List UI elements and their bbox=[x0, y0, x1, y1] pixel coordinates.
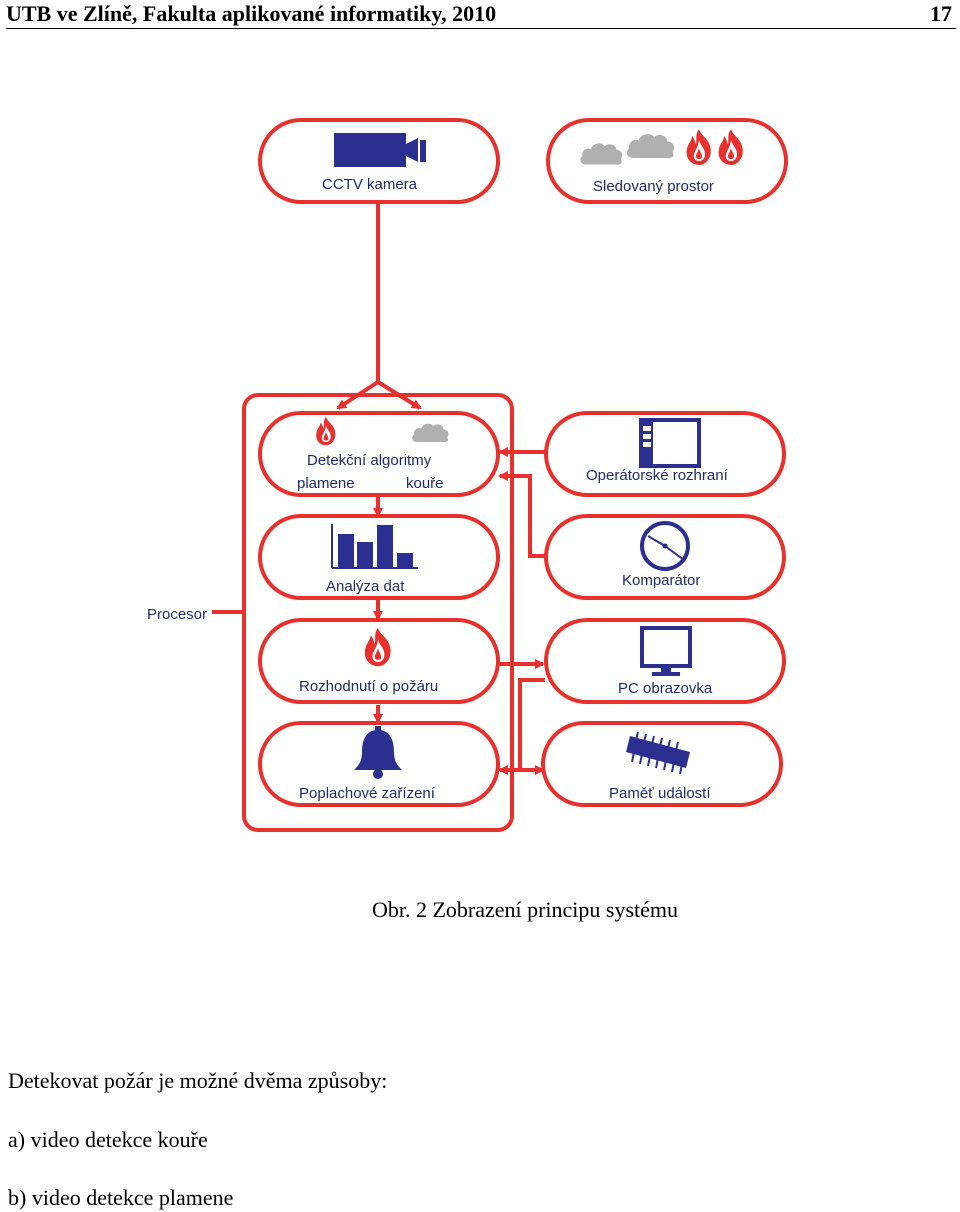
figure-caption: Obr. 2 Zobrazení principu systému bbox=[371, 897, 679, 922]
node-cctv-label: CCTV kamera bbox=[322, 176, 418, 193]
node-monitored-space: Sledovaný prostor bbox=[546, 118, 788, 204]
node-alarm-device: Poplachové zařízení bbox=[258, 721, 500, 807]
node-detection-title: Detekční algoritmy bbox=[307, 452, 432, 469]
memory-chip-icon bbox=[626, 731, 690, 775]
node-operator-interface: Operátorské rozhraní bbox=[544, 411, 786, 497]
node-comparator-label: Komparátor bbox=[622, 572, 700, 589]
node-cctv-camera: CCTV kamera bbox=[258, 118, 500, 204]
page-number: 17 bbox=[930, 1, 952, 26]
connector-lines bbox=[212, 200, 546, 775]
video-camera-icon bbox=[334, 133, 426, 167]
bell-icon bbox=[354, 726, 402, 779]
node-pc-screen-label: PC obrazovka bbox=[618, 680, 713, 697]
node-monitored-space-label: Sledovaný prostor bbox=[593, 178, 714, 195]
node-alarm-label: Poplachové zařízení bbox=[299, 785, 436, 802]
node-operator-label: Operátorské rozhraní bbox=[586, 467, 729, 484]
list-item-b: b) video detekce plamene bbox=[8, 1185, 234, 1210]
node-data-analysis-label: Analýza dat bbox=[326, 578, 405, 595]
node-detection-flame: plamene bbox=[297, 475, 355, 492]
node-comparator: Komparátor bbox=[544, 514, 786, 600]
node-fire-decision: Rozhodnutí o požáru bbox=[258, 618, 500, 704]
processor-label: Procesor bbox=[147, 606, 207, 623]
node-detection-algorithms: Detekční algoritmy plamene kouře bbox=[258, 411, 500, 497]
node-data-analysis: Analýza dat bbox=[258, 514, 500, 600]
window-icon bbox=[639, 418, 701, 468]
list-item-a: a) video detekce kouře bbox=[8, 1127, 208, 1152]
bar-chart-icon bbox=[331, 524, 418, 569]
node-pc-screen: PC obrazovka bbox=[544, 618, 786, 704]
node-fire-decision-label: Rozhodnutí o požáru bbox=[299, 678, 438, 695]
page-header: UTB ve Zlíně, Fakulta aplikované informa… bbox=[6, 2, 956, 29]
monitor-icon bbox=[640, 626, 692, 676]
processor-group-box bbox=[242, 393, 514, 832]
node-detection-smoke: kouře bbox=[406, 475, 444, 492]
header-title: UTB ve Zlíně, Fakulta aplikované informa… bbox=[6, 1, 497, 26]
clock-icon bbox=[640, 521, 690, 571]
paragraph-intro: Detekovat požár je možné dvěma způsoby: bbox=[8, 1068, 388, 1093]
node-event-memory-label: Paměť událostí bbox=[609, 785, 711, 802]
system-diagram: Procesor CCTV kamera Sledovaný prostor D… bbox=[147, 118, 788, 832]
node-event-memory: Paměť událostí bbox=[541, 721, 783, 807]
